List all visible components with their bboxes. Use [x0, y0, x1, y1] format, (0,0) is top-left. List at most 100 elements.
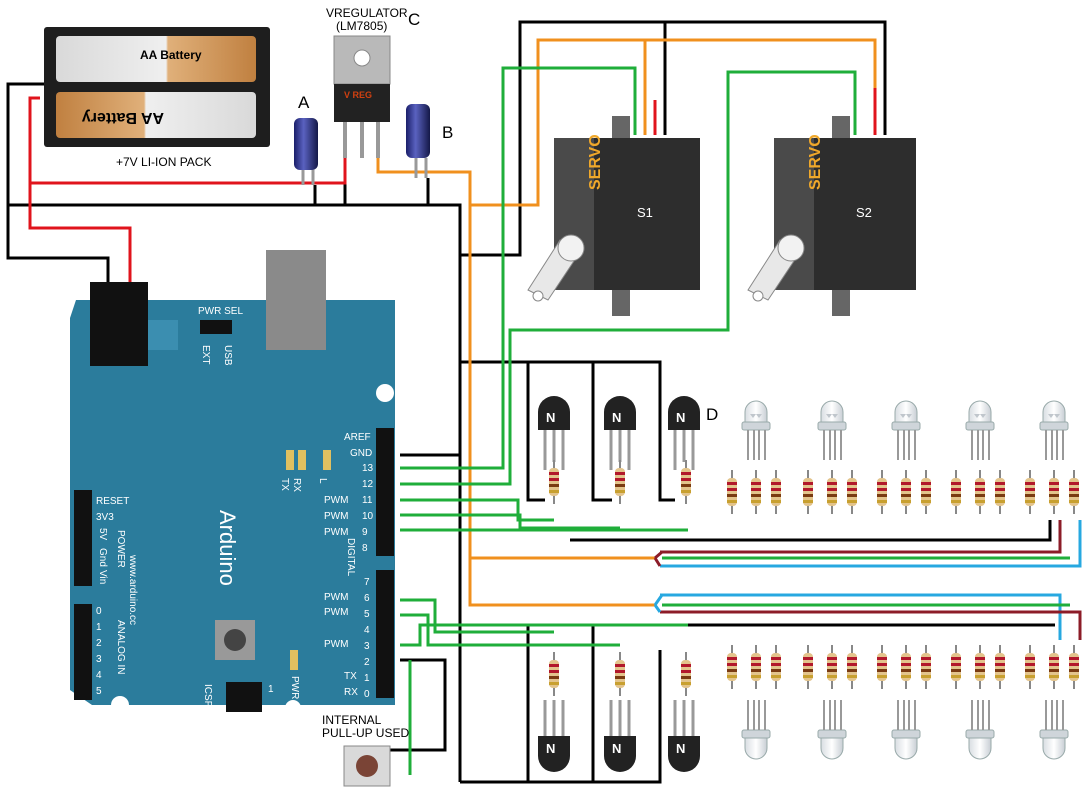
pin-1: 1: [364, 673, 370, 684]
pin-6: 6: [364, 593, 370, 604]
analog-pin-numbers: 0 1 2 3 4 5: [96, 606, 102, 697]
servo-s1: SERVO S1: [527, 116, 700, 316]
servo1-name: S1: [637, 205, 653, 220]
servo2-name: S2: [856, 205, 872, 220]
reset-label: RESET: [96, 496, 129, 507]
pwm-label-11: PWM: [324, 495, 348, 506]
pin-8: 8: [362, 543, 368, 554]
red-wires: [28, 88, 877, 285]
pin-12: 12: [362, 479, 374, 490]
svg-text:N: N: [612, 741, 621, 756]
led-bottom-5: [1024, 645, 1080, 760]
transistor-top-3: N: [668, 396, 700, 470]
arduino-brand: Arduino: [215, 510, 240, 586]
rgb-leds-top: [726, 400, 1080, 514]
servo2-word: SERVO: [807, 134, 824, 190]
analog-pin-5: 5: [96, 686, 102, 697]
label-d: D: [706, 405, 718, 424]
pin-tx-label: TX: [344, 671, 357, 682]
battery-bottom-label: AA Battery: [82, 109, 164, 126]
analog-pin-3: 3: [96, 654, 102, 665]
servo1-word: SERVO: [587, 134, 604, 190]
black-wire-board: [380, 453, 460, 752]
pwm-label-6: PWM: [324, 592, 348, 603]
analog-in-label: ANALOG IN: [115, 620, 126, 674]
battery-top-label: AA Battery: [140, 48, 202, 62]
led-bottom-2: [802, 645, 858, 760]
3v3-label: 3V3: [96, 512, 114, 523]
led-top-4: [950, 400, 1006, 514]
green-wires: [400, 66, 857, 775]
pwm-label-3: PWM: [324, 639, 348, 650]
usb-label: USB: [222, 345, 233, 366]
svg-text:N: N: [546, 741, 555, 756]
capacitor-b: B: [406, 104, 453, 178]
pwr-sel-label: PWR SEL: [198, 306, 243, 317]
rgb-leds-bottom: [726, 645, 1080, 760]
transistor-bottom-1: N: [538, 700, 570, 772]
led-top-2: [802, 400, 858, 514]
led-bottom-1: [726, 645, 782, 760]
pin-2: 2: [364, 657, 370, 668]
gnd-label: GND: [350, 448, 372, 459]
vreg-name: VREGULATOR: [326, 6, 408, 20]
tx-led-label: TX: [279, 478, 290, 491]
led-bus-bottom: [653, 593, 1082, 640]
button-caption-1: INTERNAL: [322, 713, 382, 727]
digital-label: DIGITAL: [345, 538, 356, 577]
power-label: POWER: [115, 530, 126, 568]
label-b: B: [442, 123, 453, 142]
l-led-label: L: [317, 478, 328, 484]
svg-text:N: N: [676, 410, 685, 425]
vreg-part: (LM7805): [336, 19, 387, 33]
led-top-1: [726, 400, 782, 514]
5v-label: 5V: [97, 528, 108, 541]
analog-pin-4: 4: [96, 670, 102, 681]
push-button[interactable]: INTERNAL PULL-UP USED: [322, 713, 409, 787]
pwm-label-10: PWM: [324, 511, 348, 522]
pwr-led-label: PWR: [289, 676, 300, 699]
analog-pin-0: 0: [96, 606, 102, 617]
transistor-bottom-3: N: [668, 700, 700, 772]
analog-pin-1: 1: [96, 622, 102, 633]
gnd-left-label: Gnd: [97, 548, 108, 567]
label-c: C: [408, 10, 420, 29]
led-bus-top: [653, 520, 1082, 568]
button-caption-2: PULL-UP USED: [322, 726, 409, 740]
battery-pack-label: +7V LI-ION PACK: [116, 155, 211, 169]
arduino-board: PWR SEL EXT USB AREF GND TX RX L PWM PWM…: [70, 250, 395, 716]
transistor-bottom-2: N: [604, 700, 636, 772]
transistor-top-2: N: [604, 396, 636, 470]
icsp-label: ICSP: [202, 684, 213, 708]
pin-rx-label: RX: [344, 687, 358, 698]
analog-pin-2: 2: [96, 638, 102, 649]
svg-text:N: N: [546, 410, 555, 425]
battery-pack: AA Battery AA Battery +7V LI-ION PACK: [44, 27, 270, 169]
pin-3: 3: [364, 641, 370, 652]
pwm-label-9: PWM: [324, 527, 348, 538]
pin-7: 7: [364, 577, 370, 588]
pin-10: 10: [362, 511, 374, 522]
servo-s2: SERVO S2: [747, 116, 916, 316]
vreg-chip-text: V REG: [344, 90, 372, 100]
voltage-regulator: VREGULATOR (LM7805) V REG C: [326, 6, 420, 158]
digital-pin-numbers-bottom: 7 6 5 4 3 2 1 0: [364, 577, 370, 700]
pin-11: 11: [362, 495, 373, 506]
pin-5: 5: [364, 609, 370, 620]
aref-label: AREF: [344, 432, 371, 443]
led-bottom-3: [876, 645, 932, 760]
led-bottom-4: [950, 645, 1006, 760]
led-top-3: [876, 400, 932, 514]
pwm-label-5: PWM: [324, 607, 348, 618]
transistors-bottom: N N N: [538, 652, 700, 772]
svg-text:N: N: [676, 741, 685, 756]
transistors-top: N N N D: [538, 396, 718, 504]
label-a: A: [298, 93, 310, 112]
transistor-top-1: N: [538, 396, 570, 470]
ext-label: EXT: [200, 345, 211, 364]
pin-4: 4: [364, 625, 370, 636]
pin-0: 0: [364, 689, 370, 700]
pin-9: 9: [362, 527, 368, 538]
capacitor-a: A: [294, 93, 318, 185]
